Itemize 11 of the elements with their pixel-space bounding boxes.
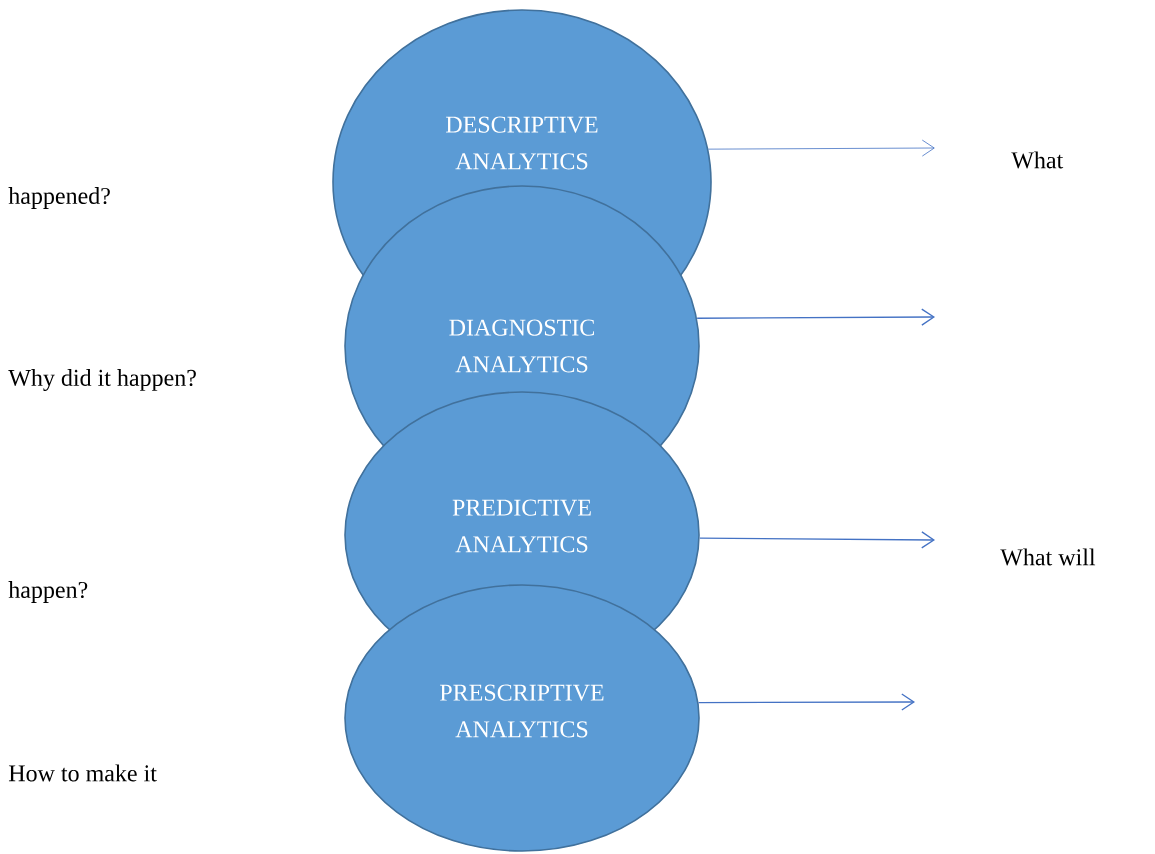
question-text: What	[1011, 151, 1064, 169]
question-text: How to make it	[8, 764, 157, 782]
arrow	[707, 139, 935, 157]
arrow	[696, 308, 935, 326]
question-text: happen?	[8, 581, 88, 603]
node-label: PRESCRIPTIVE ANALYTICS	[440, 684, 604, 738]
question-text: What will	[1000, 548, 1096, 566]
arrow	[699, 531, 935, 549]
question-text: Why did it happen?	[8, 369, 196, 391]
arrow	[697, 693, 915, 711]
question-text: happened?	[8, 187, 110, 209]
